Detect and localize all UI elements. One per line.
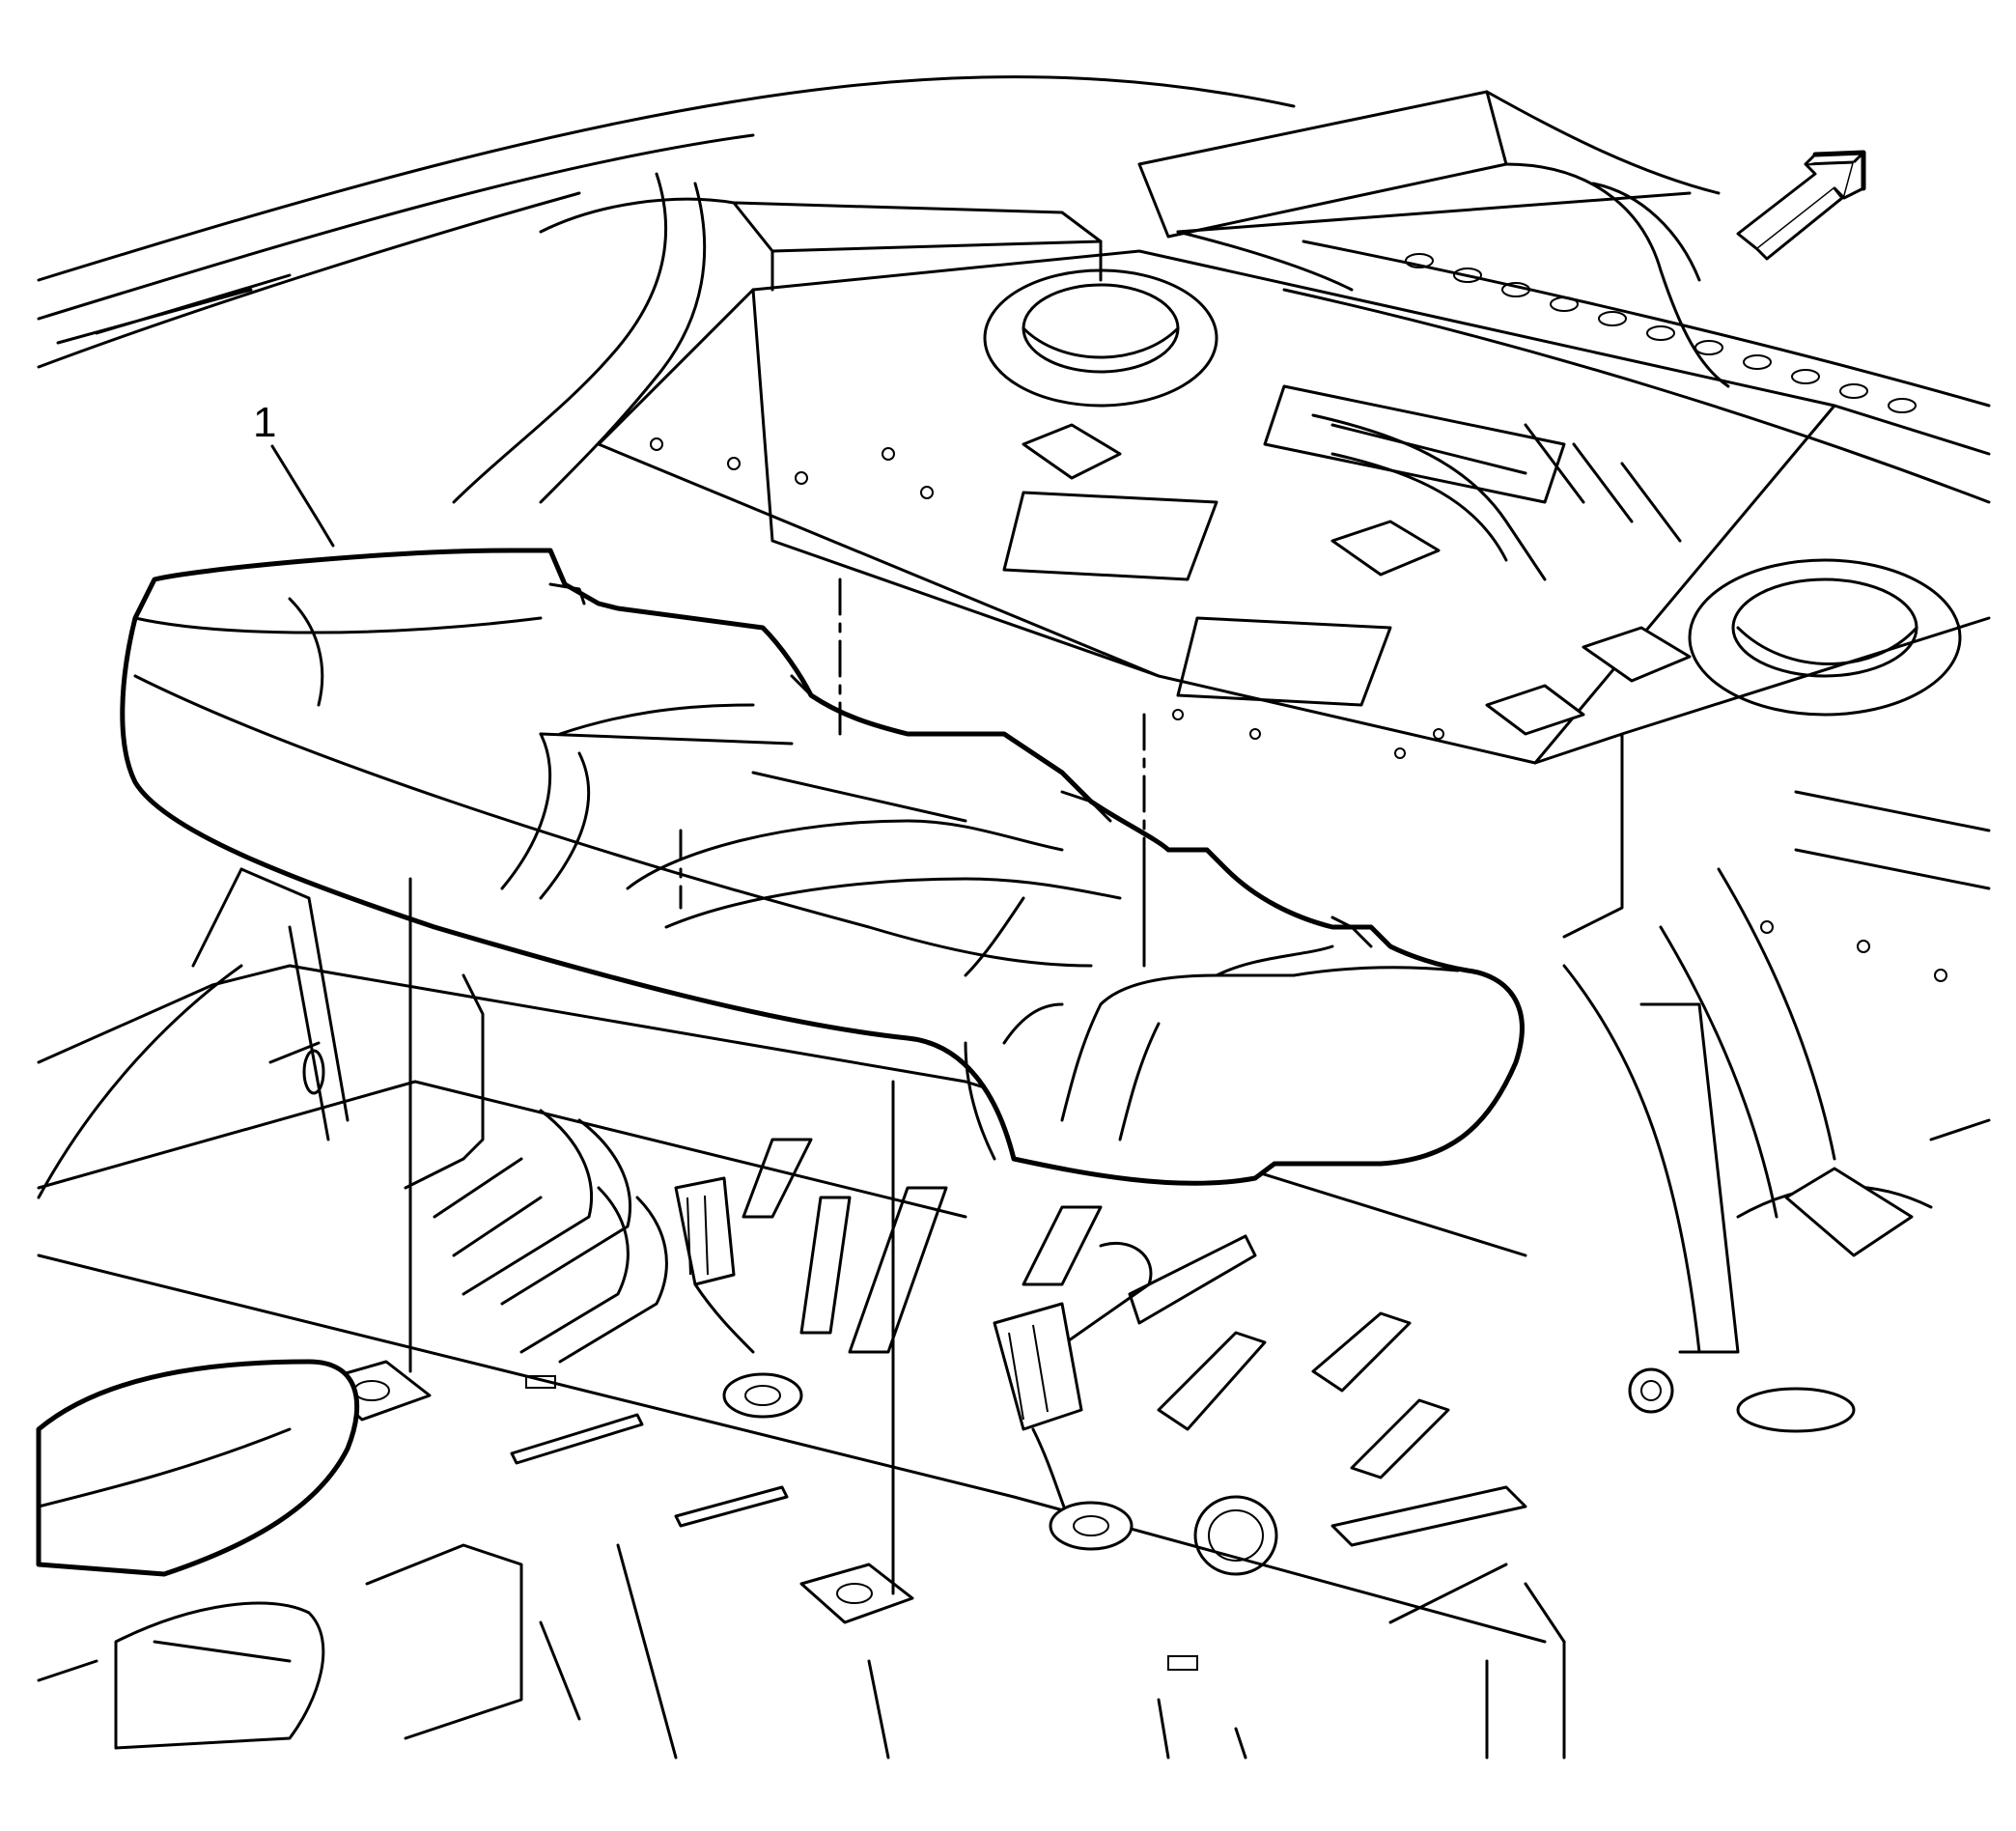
floor-ribs-right bbox=[1050, 1234, 1527, 1624]
rear-seat-cushion bbox=[120, 548, 1525, 1186]
floor-anchor-left bbox=[722, 1372, 803, 1419]
floor-anchor-right bbox=[1049, 1501, 1134, 1551]
right-speaker-opening bbox=[1688, 558, 1962, 717]
right-anchor-bolt bbox=[1628, 1367, 1674, 1414]
callout-1-label: 1 bbox=[253, 399, 276, 446]
vehicle-body-structure bbox=[36, 75, 1991, 1760]
bulkhead-fastener-holes bbox=[650, 437, 1947, 982]
alignment-lines bbox=[408, 577, 1146, 1595]
callout-1: 1 bbox=[253, 399, 335, 548]
seat-belt-buckle-right bbox=[993, 1302, 1083, 1528]
floor-ribs-left bbox=[433, 1109, 668, 1364]
cushion-retainer-right bbox=[799, 1563, 914, 1624]
floor-ribs-center bbox=[742, 1138, 1103, 1354]
left-speaker-opening bbox=[983, 268, 1218, 408]
parcel-shelf-holes bbox=[1405, 253, 1917, 413]
seat-belt-buckle-left bbox=[674, 1176, 755, 1354]
view-direction-arrow-icon bbox=[1736, 150, 1866, 261]
